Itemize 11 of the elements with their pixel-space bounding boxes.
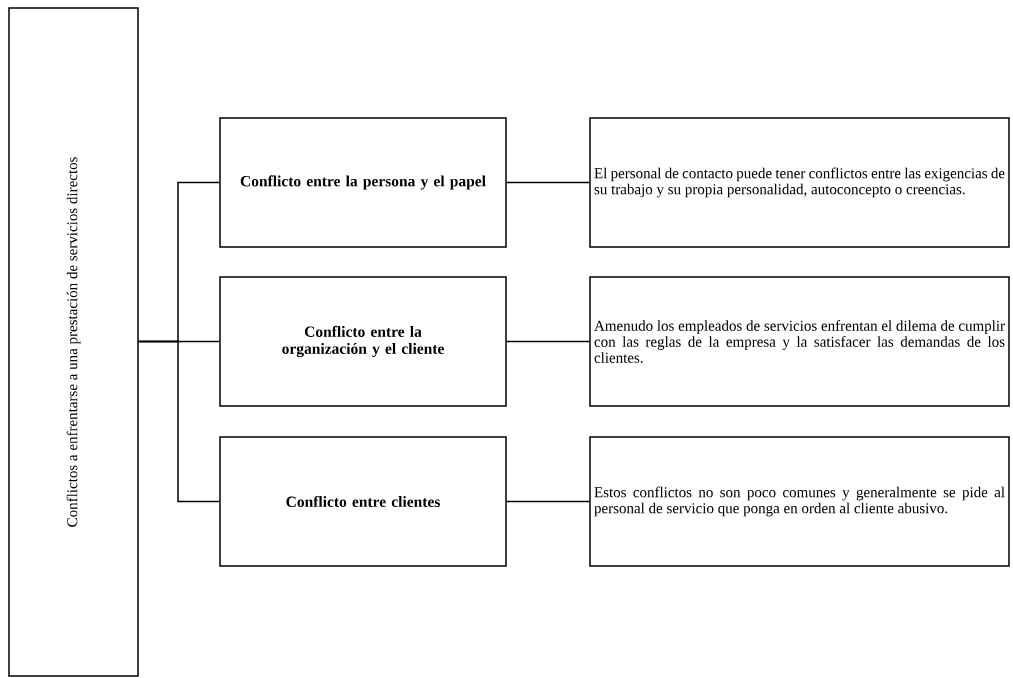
conflict-box: Conflicto entre la persona y el papel	[219, 117, 507, 248]
description-box: El personal de contacto puede tener conflictos entre las exigencias de su trabajo y su propia personalidad, autoconcepto o creencias.	[589, 117, 1010, 248]
connector-line	[138, 340, 220, 503]
description-box: Estos conflictos no son poco comunes y generalmente se pide al personal de servicio que ponga en orden al cliente abusivo.	[589, 436, 1010, 567]
connector-line	[506, 340, 590, 343]
conflict-box: Conflicto entre clientes	[219, 436, 507, 567]
connector-line	[506, 181, 590, 184]
description-box: Amenudo los empleados de servicios enfrentan el dilema de cumplir con las reglas de la empresa y la satisfacer las demandas de los clientes.	[589, 276, 1010, 407]
conflict-box: Conflicto entre la organización y el cliente	[219, 276, 507, 407]
category-box: Conflictos a enfrentarse a una prestación de servicios directos	[8, 7, 139, 677]
connector-line	[506, 500, 590, 503]
